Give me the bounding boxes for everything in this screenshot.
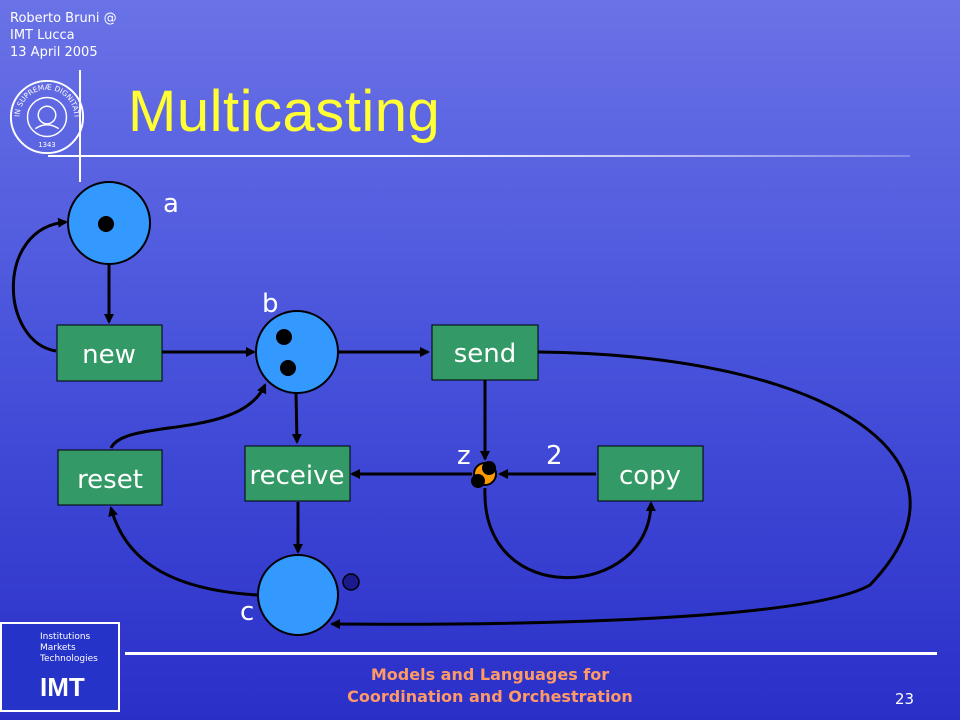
transition-receive [244, 445, 351, 502]
seal-year: 1343 [38, 141, 55, 149]
transition-send-label: send [454, 339, 517, 369]
arc-reset-to-b [109, 383, 267, 449]
transition-new-label: new [82, 340, 136, 370]
footer-horizontal-rule [125, 652, 937, 655]
place-c-label: c [240, 597, 254, 627]
author-line: 13 April 2005 [10, 45, 98, 60]
token [482, 461, 496, 475]
transition-send [431, 324, 539, 381]
footer-title: Models and Languages for Coordination an… [300, 664, 680, 708]
place-z-label: z [457, 441, 471, 471]
transition-copy [597, 445, 704, 502]
author-line: Roberto Bruni @ [10, 11, 117, 26]
university-seal-icon: IN SUPREMÆ DIGNITATIS 1343 [8, 78, 85, 155]
logo-line: Technologies [40, 654, 98, 664]
author-block: Roberto Bruni @ IMT Lucca 13 April 2005 [10, 10, 117, 61]
imt-logo-box: Institutions Markets Technologies IMT [0, 622, 120, 712]
header-vertical-rule [79, 70, 81, 182]
arc-send-to-c [330, 350, 912, 630]
arc-z-to-copy [483, 487, 656, 580]
arc-weight-label: 2 [546, 441, 563, 471]
transition-receive-label: receive [249, 461, 344, 491]
imt-logo-name: IMT [40, 672, 85, 702]
place-a-label: a [163, 189, 179, 219]
transition-reset-label: reset [77, 465, 143, 495]
arc-new-to-a [11, 217, 68, 353]
logo-line: Markets [40, 643, 76, 653]
imt-logo-text: Institutions Markets Technologies [40, 632, 98, 665]
place-b-label: b [262, 289, 279, 319]
transition-new [56, 324, 163, 382]
place-b [255, 310, 339, 394]
token [276, 329, 292, 345]
arcs [11, 217, 912, 630]
page-number: 23 [895, 690, 915, 708]
transition-copy-label: copy [619, 461, 681, 491]
logo-line: Institutions [40, 632, 91, 642]
token [342, 573, 360, 591]
transition-reset [57, 449, 163, 506]
token [280, 360, 296, 376]
header-horizontal-rule [48, 155, 910, 157]
place-c [257, 554, 339, 636]
slide-title: Multicasting [128, 79, 441, 144]
arc-b-to-receive [291, 392, 302, 444]
footer-line: Models and Languages for [370, 665, 610, 684]
footer-line: Coordination and Orchestration [347, 687, 633, 706]
author-line: IMT Lucca [10, 28, 75, 43]
token [471, 474, 485, 488]
token [98, 216, 114, 232]
arc-c-to-reset [108, 506, 259, 597]
